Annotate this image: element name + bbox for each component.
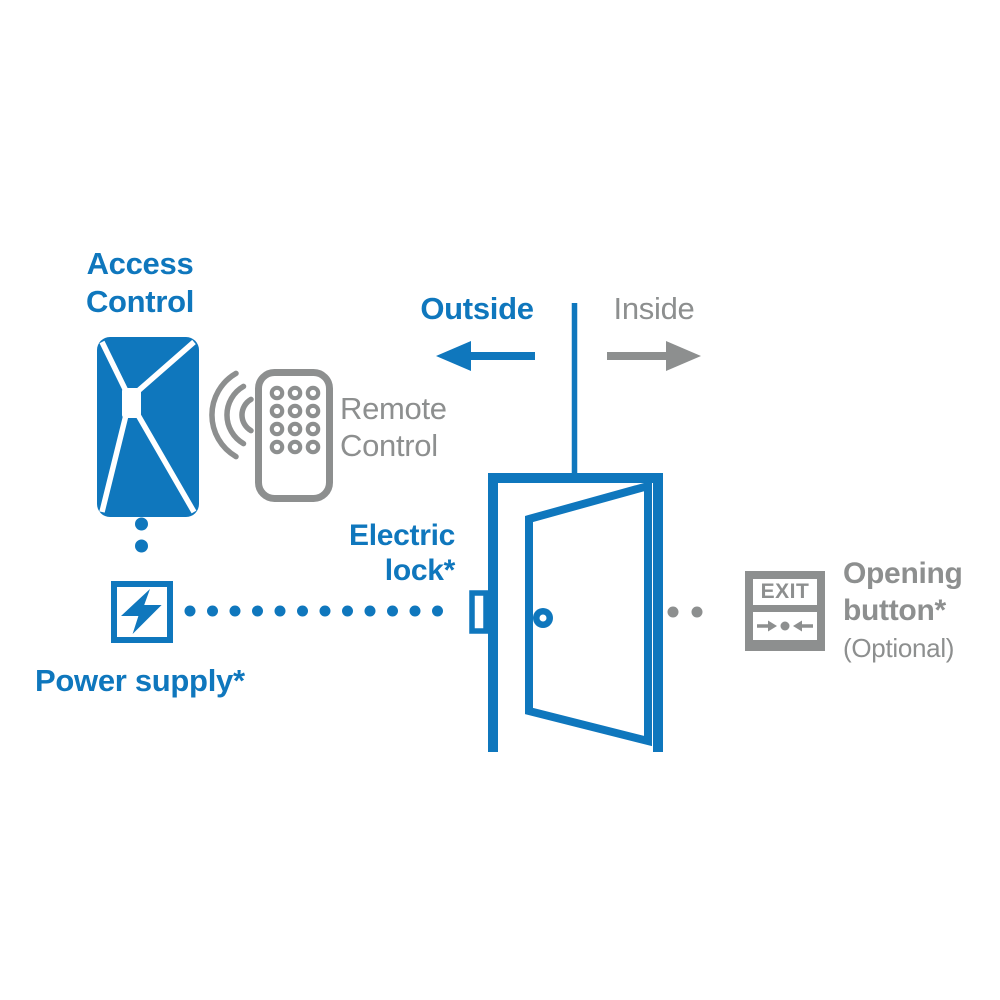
electric-lock-strike-icon xyxy=(469,590,489,634)
right-arrow-icon xyxy=(607,341,701,371)
opening-button-optional-note: (Optional) xyxy=(843,633,955,663)
left-arrow-icon xyxy=(436,341,535,371)
power-supply-lightning-icon xyxy=(111,581,173,643)
exit-button-icon xyxy=(745,571,825,651)
outside-zone-label: Outside xyxy=(420,291,534,326)
access-control-label: Access Control xyxy=(85,246,195,319)
electric-lock-label: Electric lock* xyxy=(349,519,455,587)
inside-zone-label: Inside xyxy=(613,291,695,326)
door-frame-icon xyxy=(488,473,663,752)
remote-control-icon xyxy=(255,369,333,502)
exit-panel-text: EXIT xyxy=(760,580,810,603)
remote-control-label: Remote Control xyxy=(340,391,447,463)
wireless-waves-icon xyxy=(209,370,254,460)
opening-button-label: Opening button* (Optional) xyxy=(843,555,1000,665)
access-control-reader-icon xyxy=(97,337,199,517)
press-to-exit-symbol-icon xyxy=(757,620,813,632)
power-supply-label: Power supply* xyxy=(35,663,245,698)
open-door-icon xyxy=(525,480,652,747)
